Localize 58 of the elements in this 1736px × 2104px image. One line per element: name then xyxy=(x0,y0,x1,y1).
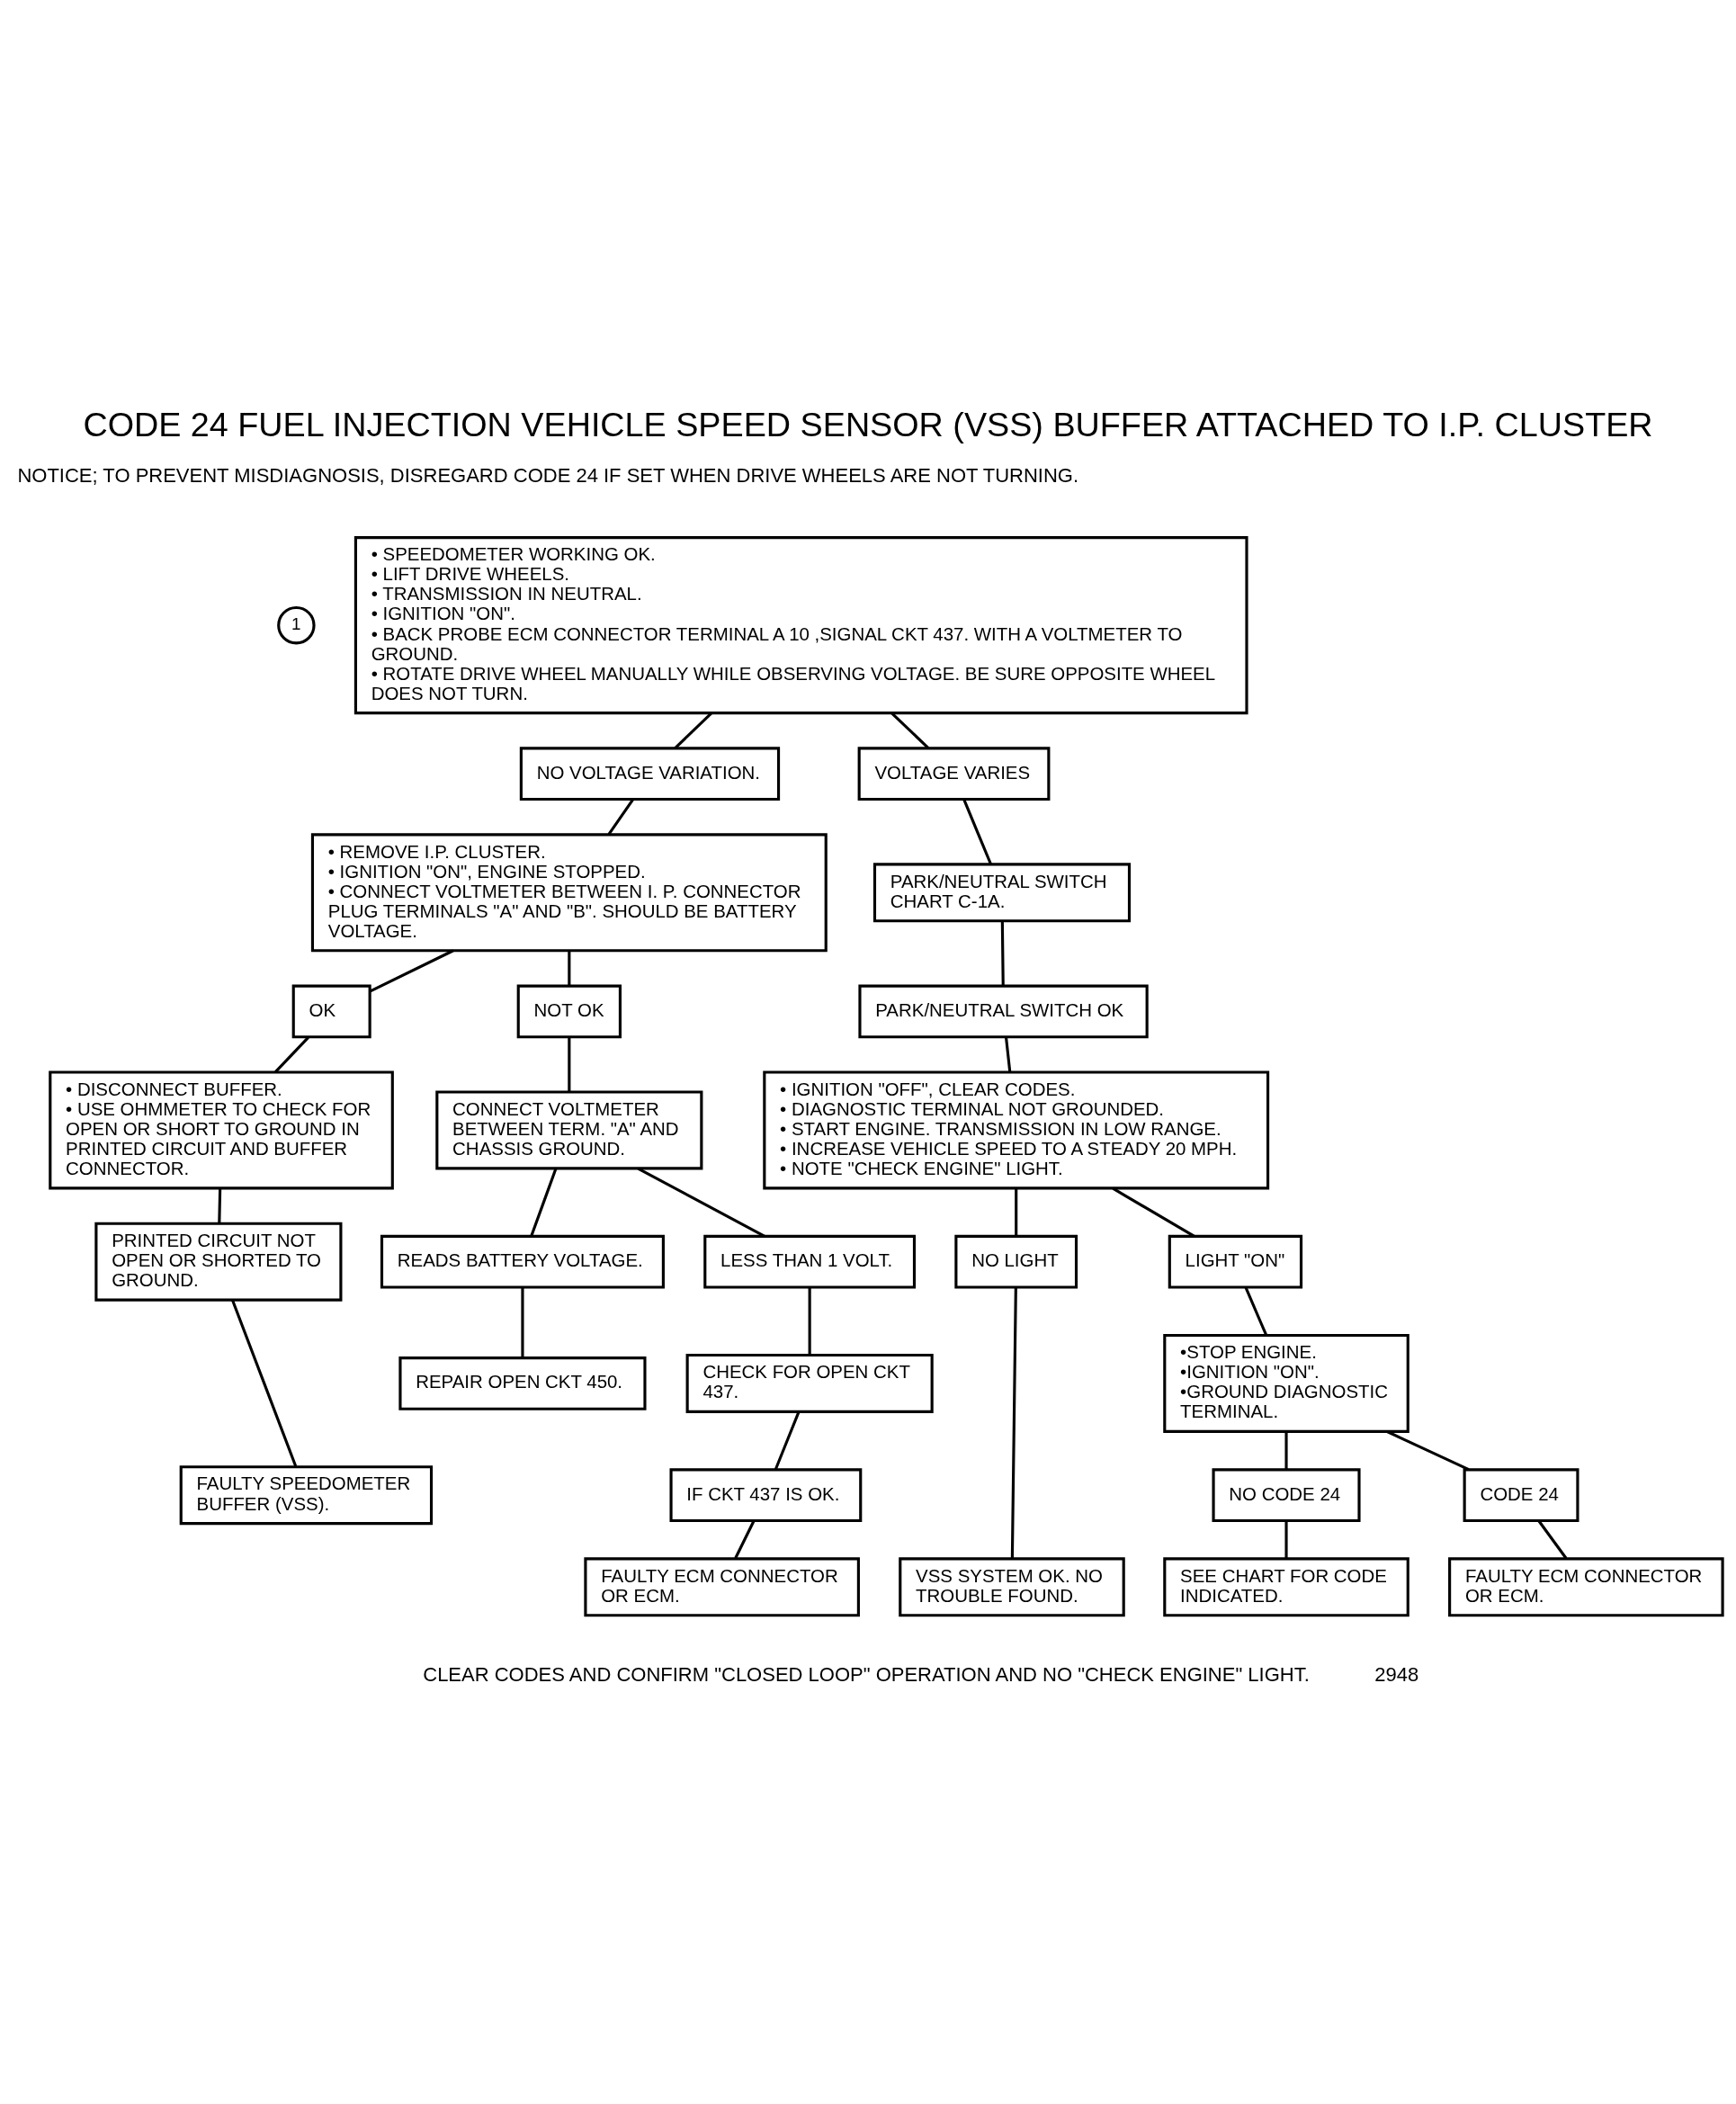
label: NOTICE; TO PREVENT MISDIAGNOSIS, DISREGARD CODE 24 IF SET WHEN DRIVE WHEELS ARE NOT TURNING. xyxy=(17,463,1079,487)
connector xyxy=(1244,1286,1268,1336)
connector xyxy=(1015,1187,1018,1236)
node-box: OK xyxy=(291,984,371,1038)
connector xyxy=(231,1299,298,1466)
label: 2948 xyxy=(1374,1662,1419,1686)
node-box: CODE 24 xyxy=(1463,1467,1579,1522)
node-box: CHECK FOR OPEN CKT 437. xyxy=(685,1353,934,1413)
connector xyxy=(370,948,454,992)
node-box: NO LIGHT xyxy=(954,1234,1078,1289)
node-box: NO VOLTAGE VARIATION. xyxy=(519,746,781,801)
node-box: FAULTY ECM CONNECTOR OR ECM. xyxy=(1448,1556,1724,1616)
connector xyxy=(1386,1429,1470,1471)
node-box: FAULTY ECM CONNECTOR OR ECM. xyxy=(584,1556,860,1616)
node-box: NOT OK xyxy=(516,984,622,1038)
connector xyxy=(521,1287,524,1357)
node-box: NO CODE 24 xyxy=(1212,1467,1361,1522)
connector xyxy=(568,950,571,986)
label: CLEAR CODES AND CONFIRM "CLOSED LOOP" OPERATION AND NO "CHECK ENGINE" LIGHT. xyxy=(423,1662,1310,1686)
connector xyxy=(890,712,930,749)
node-box: VOLTAGE VARIES xyxy=(857,746,1051,801)
diagram-title: CODE 24 FUEL INJECTION VEHICLE SPEED SENSOR (VSS) BUFFER ATTACHED TO I.P. CLUSTER xyxy=(83,405,1653,443)
node-box: PRINTED CIRCUIT NOT OPEN OR SHORTED TO GROUND. xyxy=(94,1222,343,1302)
node-box: CONNECT VOLTMETER BETWEEN TERM. "A" AND CHASSIS GROUND. xyxy=(435,1089,703,1169)
node-box: •STOP ENGINE. •IGNITION "ON". •GROUND DIAGNOSTIC TERMINAL. xyxy=(1163,1333,1409,1433)
connector xyxy=(607,798,634,835)
node-box: READS BATTERY VOLTAGE. xyxy=(380,1234,665,1289)
node-box: REPAIR OPEN CKT 450. xyxy=(398,1356,647,1410)
connector xyxy=(568,1036,571,1092)
connector xyxy=(1010,1286,1017,1559)
connector xyxy=(1284,1520,1288,1558)
connector xyxy=(734,1519,756,1559)
connector xyxy=(1000,920,1005,986)
node-box: LIGHT "ON" xyxy=(1168,1234,1303,1289)
connector xyxy=(774,1410,801,1470)
connector xyxy=(1284,1431,1288,1469)
connector xyxy=(808,1287,811,1355)
connector xyxy=(274,1035,309,1073)
node-box: PARK/NEUTRAL SWITCH OK xyxy=(858,984,1149,1038)
connector xyxy=(1537,1519,1568,1559)
node-box: VSS SYSTEM OK. NO TROUBLE FOUND. xyxy=(899,1556,1125,1616)
node-box: • SPEEDOMETER WORKING OK. • LIFT DRIVE WHEELS. • TRANSMISSION IN NEUTRAL. • IGNITION "ON". • BACK PROBE ECM CONNECTOR TERMINAL A 10 ,SIGNAL CKT 437. WITH A VOLTMETER TO GROUND. • ROTATE DRIVE WHEEL MANUALLY WHILE OBSERVING VOLTAGE. BE SURE OPPOSITE WHEEL DOES NOT TURN. xyxy=(353,535,1248,714)
node-label: 1 xyxy=(291,613,301,633)
node-box: SEE CHART FOR CODE INDICATED. xyxy=(1163,1556,1409,1616)
node-box: PARK/NEUTRAL SWITCH CHART C-1A. xyxy=(872,862,1132,922)
node-box: • DISCONNECT BUFFER. • USE OHMMETER TO CHECK FOR OPEN OR SHORT TO GROUND IN PRINTED CIRCUIT AND BUFFER CONNECTOR. xyxy=(49,1070,394,1189)
connector xyxy=(962,799,992,864)
node-box: IF CKT 437 IS OK. xyxy=(669,1467,863,1522)
node-box: FAULTY SPEEDOMETER BUFFER (VSS). xyxy=(179,1464,434,1525)
node-box: • IGNITION "OFF", CLEAR CODES. • DIAGNOSTIC TERMINAL NOT GROUNDED. • START ENGINE. TRANSMISSION IN LOW RANGE. • INCREASE VEHICLE SPEED TO A STEADY 20 MPH. • NOTE "CHECK ENGINE" LIGHT. xyxy=(763,1070,1270,1189)
connector xyxy=(218,1187,222,1223)
connector xyxy=(530,1168,558,1237)
node-box: • REMOVE I.P. CLUSTER. • IGNITION "ON", ENGINE STOPPED. • CONNECT VOLTMETER BETWEEN I. P. CONNECTOR PLUG TERMINALS "A" AND "B". SHOULD BE BATTERY VOLTAGE. xyxy=(310,832,828,952)
node-box: LESS THAN 1 VOLT. xyxy=(703,1234,917,1289)
connector xyxy=(674,712,712,749)
connector xyxy=(637,1167,765,1238)
connector xyxy=(1112,1186,1195,1237)
connector xyxy=(1005,1036,1012,1072)
